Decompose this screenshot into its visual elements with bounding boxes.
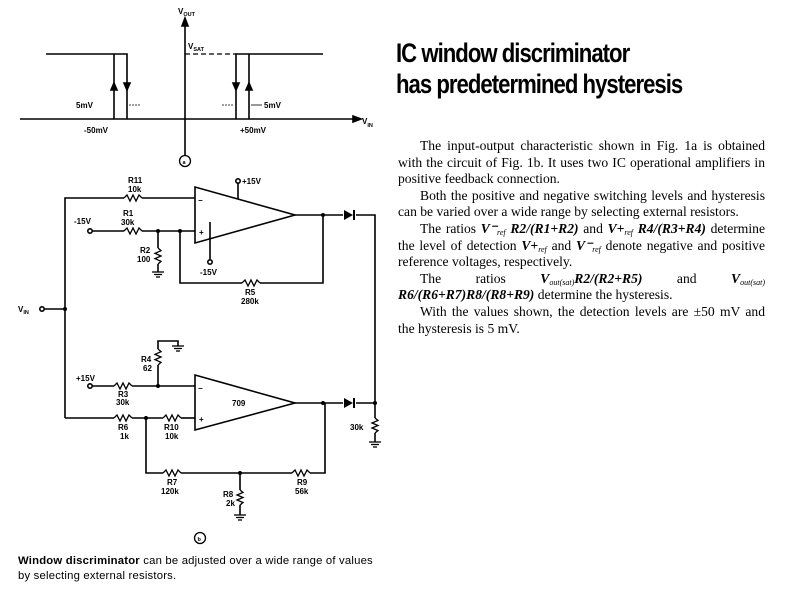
resistor-r5 <box>241 278 261 288</box>
ref-supply-bottom-label: +15V <box>76 374 96 383</box>
junction-dot <box>321 213 325 217</box>
r11-name: R11 <box>128 176 143 185</box>
r1-name: R1 <box>123 209 134 218</box>
r4-name: R4 <box>141 355 152 364</box>
terminal <box>235 178 242 185</box>
caption-text: can be adjusted over a wide range of val… <box>18 555 373 582</box>
r11-value: 10k <box>128 185 142 194</box>
supply-neg-label: -15V <box>200 268 218 277</box>
figure-a-graph <box>20 15 376 545</box>
paragraph-5: With the values shown, the detection lev… <box>398 303 765 336</box>
r9-value: 56k <box>295 487 309 496</box>
r5-name: R5 <box>245 288 256 297</box>
junction-dot <box>321 401 325 405</box>
r10-name: R10 <box>164 423 179 432</box>
noninverting-input-sign: + <box>199 228 204 237</box>
resistor-r2 <box>153 247 163 265</box>
r5-value: 280k <box>241 297 259 306</box>
amp-model-label: 709 <box>232 399 246 408</box>
r3-value: 30k <box>116 398 130 407</box>
diode-icon <box>344 398 353 408</box>
figure-caption: Window discriminator can be adjusted ove… <box>18 554 380 584</box>
arrow-up-icon <box>180 15 190 27</box>
r8-value: 2k <box>226 499 235 508</box>
resistor-r4 <box>153 348 163 366</box>
supply-pos-label: +15V <box>242 177 262 186</box>
junction-dot <box>373 401 377 405</box>
load-resistor-value: 30k <box>350 423 364 432</box>
r7-name: R7 <box>167 478 178 487</box>
terminal <box>207 258 214 265</box>
ref-supply-top-label: -15V <box>74 217 92 226</box>
resistor-load <box>370 417 380 434</box>
r3-name: R3 <box>118 390 129 399</box>
r4-value: 62 <box>143 364 152 373</box>
junction-dot <box>178 229 182 233</box>
diode-icon <box>344 210 353 220</box>
r1-value: 30k <box>121 218 135 227</box>
paragraph-3: The ratios V⁻ref R2/(R1+R2) and V+ref R4… <box>398 220 765 270</box>
sat-label: VSAT <box>188 42 205 53</box>
figure-marker-a <box>178 154 192 168</box>
paragraph-2: Both the positive and negative switching… <box>398 187 765 220</box>
resistor-r7 <box>162 468 182 478</box>
title-line-2: has predetermined hysteresis <box>396 69 683 99</box>
junction-dot <box>144 416 148 420</box>
r7-value: 120k <box>161 487 179 496</box>
resistor-r10 <box>162 413 182 423</box>
junction-dot <box>156 384 160 388</box>
title-line-1: IC window discriminator <box>396 38 630 68</box>
resistor-r9 <box>291 468 311 478</box>
junction-dot <box>238 471 242 475</box>
op-amp-709 <box>194 373 299 432</box>
junction-dot <box>156 229 160 233</box>
resistor-r11 <box>123 193 143 203</box>
paragraph-1: The input-output characteristic shown in… <box>398 138 765 187</box>
r10-value: 10k <box>165 432 179 441</box>
r2-name: R2 <box>140 246 151 255</box>
resistor-r1 <box>123 226 143 236</box>
arrow-right-icon <box>352 114 364 124</box>
figure: VOUT VSAT VIN -50mV +50mV 5mV 5mV a VIN … <box>18 7 381 545</box>
r9-name: R9 <box>297 478 308 487</box>
inverting-input-sign: − <box>198 384 203 393</box>
hysteresis-left-label: 5mV <box>76 101 94 110</box>
paragraph-4: The ratios Vout(sat)R2/(R2+R5) and Vout(… <box>398 270 765 303</box>
caption-bold: Window discriminator <box>18 555 140 567</box>
junction-dot <box>63 307 67 311</box>
hysteresis-right-label: 5mV <box>264 101 282 110</box>
r6-value: 1k <box>120 432 129 441</box>
figure-a-marker-text: a <box>183 160 187 166</box>
r2-value: 100 <box>137 255 151 264</box>
resistor-r3 <box>113 381 133 391</box>
article-title: IC window discriminator has predetermine… <box>396 38 724 100</box>
y-axis-label: VOUT <box>178 7 196 18</box>
resistor-r6 <box>113 413 133 423</box>
op-amp-top <box>194 185 298 245</box>
figure-b-marker-text: b <box>198 537 202 543</box>
x-axis-label: VIN <box>362 117 373 129</box>
article-body: The input-output characteristic shown in… <box>398 138 765 337</box>
noninverting-input-sign: + <box>199 415 204 424</box>
figure-marker-b <box>193 531 207 545</box>
inverting-input-sign: − <box>198 196 203 205</box>
r6-name: R6 <box>118 423 129 432</box>
r8-name: R8 <box>223 490 234 499</box>
pos-threshold-label: +50mV <box>240 126 267 135</box>
vin-label: VIN <box>18 305 29 316</box>
resistor-r8 <box>235 489 245 506</box>
neg-threshold-label: -50mV <box>84 126 109 135</box>
